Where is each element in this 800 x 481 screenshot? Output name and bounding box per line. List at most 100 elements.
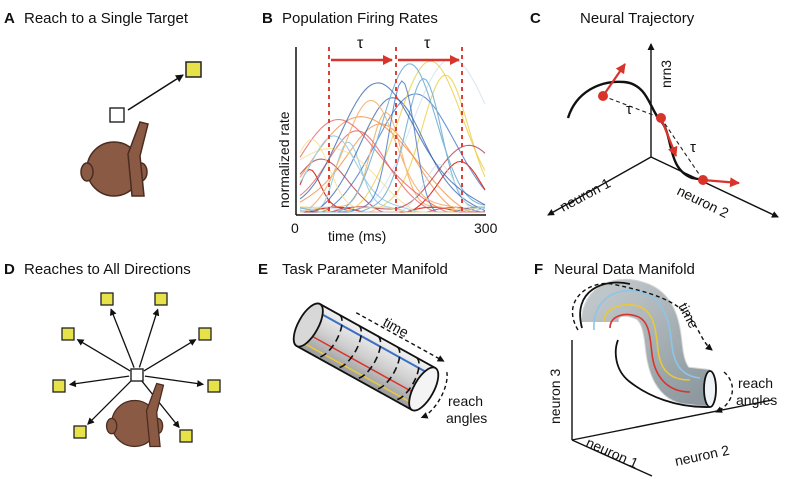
axis-label-neuron3: nrn3: [658, 60, 674, 88]
cylinder-end-cap: [408, 366, 440, 412]
axis-label-f-neuron2: neuron 2: [673, 442, 731, 469]
firing-rate-trace: [299, 60, 486, 213]
firing-rate-trace: [299, 164, 485, 213]
target-square-8: [179, 429, 193, 443]
panel-letter-d: D: [4, 261, 15, 278]
firing-rate-traces: [299, 58, 486, 213]
reach-arrow-6: [144, 375, 205, 388]
time-arrow-f: [571, 282, 713, 351]
cylinder-ring-2: [334, 324, 363, 369]
target-square-1: [100, 292, 114, 306]
x-tick-0: 0: [291, 220, 299, 236]
tau-label-1: τ: [357, 35, 364, 52]
angle-arrow: [420, 371, 448, 419]
neural-trajectory: [566, 80, 705, 182]
reach-arrow-5: [68, 375, 130, 388]
target-square-7: [73, 425, 87, 439]
panel-letter-f: F: [534, 261, 543, 278]
angle-line-yellow: [299, 340, 416, 406]
firing-rate-trace: [300, 99, 485, 213]
target-square-2: [154, 292, 168, 306]
panel-letter-a: A: [4, 10, 15, 27]
axis-label-f-neuron3: neuron 3: [547, 369, 563, 424]
tau-label-c1: τ: [626, 101, 632, 118]
reach-arrow-7: [87, 380, 132, 425]
panel-a: A Reach to a Single Target: [4, 10, 202, 197]
angle-line-blue: [315, 310, 432, 376]
target-square: [185, 61, 202, 78]
tau-label-c2: τ: [690, 139, 696, 156]
cylinder-ring-4: [373, 345, 401, 390]
panel-d: D Reaches to All Directions: [4, 261, 221, 448]
cylinder-ring-5: [392, 356, 420, 401]
monkey-icon: [80, 121, 149, 197]
panel-title-a: Reach to a Single Target: [24, 10, 189, 27]
manifold-line-yellow: [603, 304, 691, 381]
reach-arrow-2: [138, 308, 160, 368]
tau-chord-1: [602, 95, 662, 119]
start-square: [109, 107, 125, 123]
panel-e: E Task Parameter Manifold time reach ang…: [258, 261, 487, 426]
tau-chord-2: [660, 117, 704, 181]
reach-arrow-4: [143, 339, 197, 372]
panel-title-f: Neural Data Manifold: [554, 261, 695, 278]
panel-letter-b: B: [262, 10, 273, 27]
monkey-icon-d: [105, 382, 165, 448]
reach-label-e1: reach: [448, 393, 483, 409]
panel-f: F Neural Data Manifold neuron 3 neuron 1…: [534, 261, 777, 477]
target-square-6: [207, 379, 221, 393]
axis-f-neuron2: [571, 399, 773, 441]
axis-f-neuron1: [571, 439, 653, 477]
angle-line-red: [304, 331, 421, 397]
center-square: [130, 368, 144, 382]
time-arrow: [355, 312, 445, 362]
target-square-3: [61, 327, 75, 341]
reach-arrow-1: [109, 308, 135, 368]
target-square-5: [52, 379, 66, 393]
manifold-line-red: [609, 313, 691, 393]
radial-targets: [52, 292, 221, 443]
reach-arrow: [127, 74, 184, 111]
panel-title-d: Reaches to All Directions: [24, 261, 191, 278]
firing-rate-trace: [299, 82, 486, 206]
panel-letter-e: E: [258, 261, 268, 278]
panel-c: C Neural Trajectory nrn3 neuron 1 neuron…: [530, 10, 779, 221]
reach-label-f1: reach: [738, 375, 773, 391]
firing-rate-trace: [299, 147, 486, 213]
panel-b: B Population Firing Rates τ τ normalized…: [262, 10, 498, 244]
state-point-1: [598, 91, 608, 101]
manifold-end-cap: [703, 370, 717, 408]
axis-label-f-neuron1: neuron 1: [584, 434, 641, 471]
manifold-outline-bottom: [614, 339, 711, 408]
panel-title-c: Neural Trajectory: [580, 10, 695, 27]
x-tick-300: 300: [474, 220, 498, 236]
firing-rate-trace: [299, 168, 485, 213]
panel-letter-c: C: [530, 10, 541, 27]
panel-title-e: Task Parameter Manifold: [282, 261, 448, 278]
manifold-outline-top: [579, 281, 631, 329]
velocity-arrow-1: [602, 63, 626, 97]
reach-label-f2: angles: [736, 392, 777, 408]
reach-label-e2: angles: [446, 410, 487, 426]
firing-rate-trace: [299, 74, 486, 213]
x-axis-label: time (ms): [328, 228, 386, 244]
firing-rate-trace: [299, 63, 486, 213]
firing-rate-trace: [300, 97, 486, 213]
state-point-3: [698, 175, 708, 185]
velocity-arrow-3: [702, 177, 740, 188]
cylinder-ring-1: [315, 313, 343, 358]
axis-neuron1: [547, 156, 652, 216]
manifold-line-blue: [593, 289, 701, 379]
reach-arrow-3: [76, 339, 131, 372]
cylinder-start-cap: [292, 302, 324, 348]
velocity-arrow-2: [659, 117, 678, 157]
time-label-e: time: [381, 314, 412, 341]
axis-label-neuron2: neuron 2: [675, 182, 732, 221]
axis-label-neuron1: neuron 1: [557, 174, 613, 214]
angle-arrow-f: [715, 371, 734, 413]
target-square-4: [198, 327, 212, 341]
firing-rate-trace: [299, 138, 486, 213]
panel-title-b: Population Firing Rates: [282, 10, 438, 27]
